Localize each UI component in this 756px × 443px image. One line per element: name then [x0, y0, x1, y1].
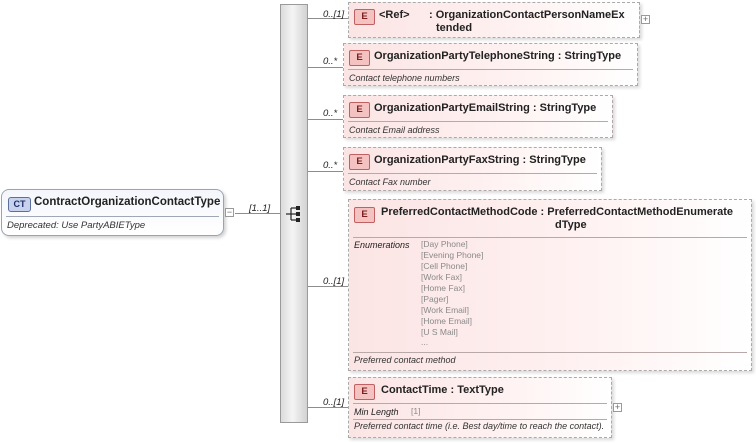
element-telephone[interactable]: E OrganizationPartyTelephoneString : Str…	[343, 43, 638, 86]
element-name-line1: PreferredContactMethodCode : PreferredCo…	[381, 206, 734, 218]
element-documentation: Contact Email address	[349, 125, 440, 135]
branch-line	[308, 171, 343, 172]
enumeration-value: [Pager]	[421, 294, 449, 304]
element-badge: E	[349, 154, 370, 170]
branch-line	[308, 18, 348, 19]
sequence-compositor-icon	[286, 206, 300, 222]
element-fax[interactable]: E OrganizationPartyFaxString : StringTyp…	[343, 147, 602, 191]
complex-type-name: ContractOrganizationContactType	[34, 196, 221, 208]
element-occurrence: 0..*	[323, 56, 338, 67]
complex-type-box[interactable]: CT ContractOrganizationContactType Depre…	[1, 189, 224, 236]
enumeration-value: [U S Mail]	[421, 327, 458, 337]
element-occurrence: 0..*	[323, 160, 338, 171]
collapse-icon[interactable]: −	[225, 207, 234, 217]
min-length-label: Min Length	[354, 407, 399, 417]
enumeration-value: [Work Email]	[421, 305, 470, 315]
element-documentation: Preferred contact time (i.e. Best day/ti…	[354, 421, 605, 431]
element-badge: E	[354, 9, 375, 25]
element-occurrence: 0..*	[323, 108, 338, 119]
enumeration-value: [Home Email]	[421, 316, 473, 326]
element-divider	[353, 352, 747, 353]
element-email[interactable]: E OrganizationPartyEmailString : StringT…	[343, 95, 613, 138]
enumeration-value: [Work Fax]	[421, 272, 462, 282]
ref-label: <Ref>	[379, 9, 410, 21]
branch-line	[308, 67, 343, 68]
enumeration-value: ...	[421, 337, 429, 347]
complex-type-divider	[6, 216, 219, 217]
element-name: OrganizationPartyEmailString : StringTyp…	[374, 102, 597, 114]
element-divider	[353, 403, 607, 404]
element-name-line2: dType	[555, 219, 587, 231]
element-divider	[348, 121, 608, 122]
enumeration-value: [Cell Phone]	[421, 261, 468, 271]
element-ref-contact-person-name[interactable]: E <Ref> : OrganizationContactPersonNameE…	[348, 2, 640, 38]
expand-icon[interactable]: +	[613, 402, 622, 412]
element-divider	[348, 173, 597, 174]
enumerations-label: Enumerations	[354, 240, 410, 250]
connector-line	[235, 213, 280, 214]
element-occurrence: 0..[1]	[323, 9, 345, 20]
sequence-compositor[interactable]	[280, 4, 308, 423]
element-divider	[348, 69, 633, 70]
element-badge: E	[349, 102, 370, 118]
enumeration-value: [Evening Phone]	[421, 250, 484, 260]
element-badge: E	[349, 50, 370, 66]
element-name: OrganizationPartyFaxString : StringType	[374, 154, 586, 166]
element-name: OrganizationPartyTelephoneString : Strin…	[374, 50, 622, 62]
element-name-line2: tended	[436, 22, 473, 34]
element-occurrence: 0..[1]	[323, 276, 345, 287]
enumeration-value: [Home Fax]	[421, 283, 465, 293]
element-divider	[353, 237, 747, 238]
branch-line	[308, 286, 348, 287]
element-documentation: Contact Fax number	[349, 177, 431, 187]
element-badge: E	[354, 207, 375, 223]
expand-icon[interactable]: +	[641, 14, 650, 24]
enumeration-value: [Day Phone]	[421, 239, 468, 249]
complex-type-badge: CT	[8, 197, 31, 212]
element-preferred-contact-method[interactable]: E PreferredContactMethodCode : Preferred…	[348, 199, 752, 371]
element-occurrence: 0..[1]	[323, 397, 345, 408]
element-contact-time[interactable]: E ContactTime : TextType Min Length [1] …	[348, 377, 612, 438]
element-documentation: Contact telephone numbers	[349, 73, 460, 83]
element-name-line1: : OrganizationContactPersonNameEx	[429, 9, 625, 21]
branch-line	[308, 407, 348, 408]
element-divider	[353, 419, 607, 420]
element-documentation: Preferred contact method	[354, 355, 456, 365]
sequence-occurrence: [1..1]	[249, 203, 271, 214]
element-name: ContactTime : TextType	[381, 384, 504, 396]
complex-type-documentation: Deprecated: Use PartyABIEType	[7, 220, 146, 231]
element-badge: E	[354, 384, 375, 400]
min-length-value: [1]	[411, 406, 421, 416]
branch-line	[308, 119, 343, 120]
